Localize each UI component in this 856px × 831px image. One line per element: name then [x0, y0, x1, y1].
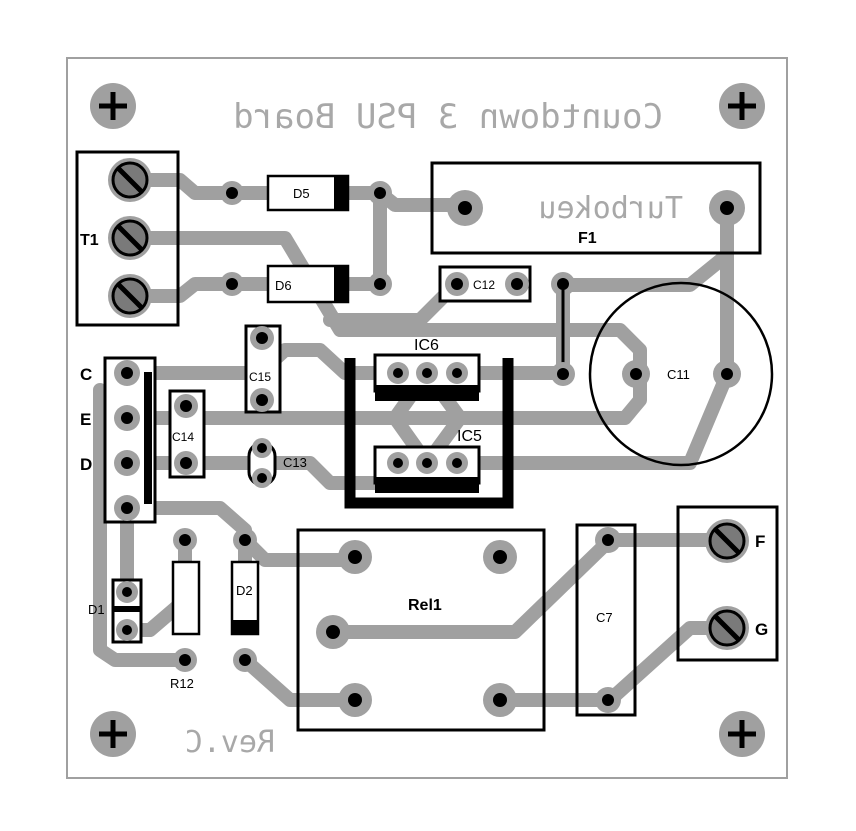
- capacitor-c12: [438, 265, 575, 373]
- board-revision: Rev.C: [185, 725, 275, 760]
- diode-d6: [220, 264, 392, 304]
- designator-d2: D2: [236, 583, 253, 598]
- connector-label-e: E: [80, 410, 91, 429]
- diode-d1: [111, 578, 143, 644]
- designator-t1: T1: [80, 232, 99, 249]
- transformer-terminal-t1: [75, 150, 180, 327]
- heatsink-outline: [344, 358, 514, 509]
- designator-d5: D5: [293, 186, 310, 201]
- designator-d6: D6: [275, 278, 292, 293]
- designator-ic5: IC5: [457, 428, 482, 445]
- capacitor-c15: [244, 324, 282, 414]
- designator-r12: R12: [170, 676, 194, 691]
- capacitor-c7: [575, 523, 637, 717]
- fuse-holder-f1: [430, 161, 762, 255]
- regulator-ic5: [373, 445, 481, 493]
- designator-f1: F1: [578, 230, 597, 247]
- designator-rel1: Rel1: [408, 597, 442, 614]
- board-title: Countdown 3 PSU Board: [233, 97, 663, 137]
- capacitor-c11: [551, 281, 774, 467]
- mounting-hole-top-left: [90, 83, 136, 129]
- designator-c11: C11: [667, 367, 690, 382]
- diode-d5: [220, 174, 392, 212]
- designator-c14: C14: [172, 430, 194, 444]
- designator-c13: C13: [283, 455, 307, 470]
- designator-d1: D1: [88, 602, 105, 617]
- connector-label-f: F: [755, 532, 765, 551]
- connector-label-g: G: [755, 620, 768, 639]
- mounting-hole-top-right: [719, 83, 765, 129]
- designator-ic6: IC6: [414, 337, 439, 354]
- capacitor-c13: [247, 438, 277, 488]
- fuse-value-text: Turbokeu: [539, 191, 684, 226]
- relay-rel1: [296, 528, 546, 732]
- designator-c12: C12: [473, 278, 495, 292]
- designator-c15: C15: [249, 370, 271, 384]
- mounting-hole-bottom-right: [719, 711, 765, 757]
- connector-label-d: D: [80, 455, 92, 474]
- output-terminal-fg: [676, 505, 779, 662]
- regulator-ic6: [373, 353, 481, 401]
- diode-d2: [230, 528, 260, 672]
- mounting-hole-bottom-left: [90, 711, 136, 757]
- resistor-r12: [171, 528, 201, 672]
- capacitor-c14: [168, 389, 206, 479]
- connector-label-c: C: [80, 365, 92, 384]
- connector-header-left: [103, 356, 157, 524]
- designator-c7: C7: [596, 610, 613, 625]
